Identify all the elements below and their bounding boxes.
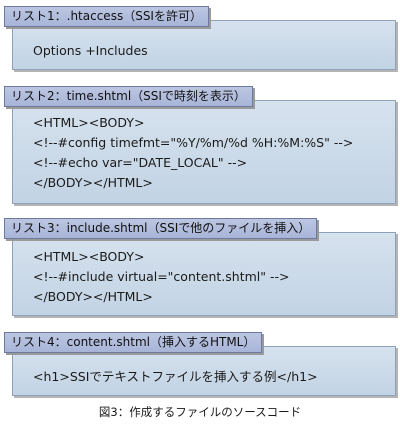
- listing-1-code: Options +Includes: [33, 41, 148, 61]
- code-line: <HTML><BODY>: [33, 115, 145, 130]
- listing-3-code-panel: <HTML><BODY> <!--#include virtual="conte…: [12, 232, 396, 316]
- code-line: <!--#include virtual="content.shtml" -->: [33, 269, 290, 284]
- listing-4-code: <h1>SSIでテキストファイルを挿入する例</h1>: [33, 367, 318, 387]
- code-line: <HTML><BODY>: [33, 249, 145, 264]
- listing-2-title: リスト2：time.shtml（SSIで時刻を表示）: [4, 86, 253, 107]
- listing-4: <h1>SSIでテキストファイルを挿入する例</h1> リスト4：content…: [4, 332, 396, 396]
- listing-2: <HTML><BODY> <!--#config timefmt="%Y/%m/…: [4, 86, 396, 204]
- code-line: <h1>SSIでテキストファイルを挿入する例</h1>: [33, 369, 318, 384]
- code-line: <!--#config timefmt="%Y/%m/%d %H:%M:%S" …: [33, 135, 354, 150]
- listing-2-code-panel: <HTML><BODY> <!--#config timefmt="%Y/%m/…: [12, 100, 396, 204]
- code-line: <!--#echo var="DATE_LOCAL" -->: [33, 155, 248, 170]
- code-line: </BODY></HTML>: [33, 175, 153, 190]
- listing-3: <HTML><BODY> <!--#include virtual="conte…: [4, 218, 396, 316]
- listing-3-code: <HTML><BODY> <!--#include virtual="conte…: [33, 247, 289, 307]
- code-line: Options +Includes: [33, 43, 148, 58]
- listing-4-title: リスト4：content.shtml（挿入するHTML）: [4, 332, 263, 353]
- listing-4-code-panel: <h1>SSIでテキストファイルを挿入する例</h1>: [12, 346, 396, 396]
- listing-1-title: リスト1：.htaccess（SSIを許可）: [4, 6, 209, 27]
- listing-2-code: <HTML><BODY> <!--#config timefmt="%Y/%m/…: [33, 113, 353, 193]
- listing-3-title: リスト3：include.shtml（SSIで他のファイルを挿入）: [4, 218, 318, 239]
- figure-caption: 図3：作成するファイルのソースコード: [98, 405, 302, 419]
- code-line: </BODY></HTML>: [33, 289, 153, 304]
- listing-1: Options +Includes リスト1：.htaccess（SSIを許可）: [4, 6, 396, 70]
- listing-1-code-panel: Options +Includes: [12, 20, 396, 70]
